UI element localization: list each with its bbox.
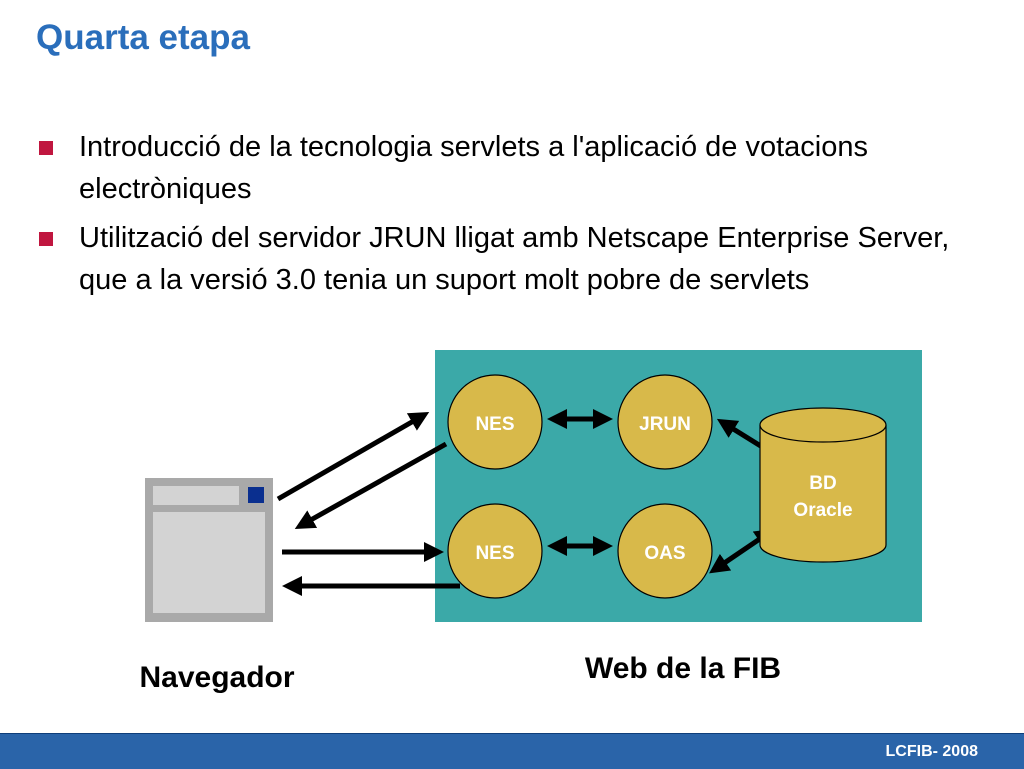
- database-cylinder-icon: BD Oracle: [759, 407, 887, 563]
- bullet-list: Introducció de la tecnologia servlets a …: [36, 126, 996, 308]
- server-caption: Web de la FIB: [585, 652, 781, 685]
- db-label-line1: BD: [809, 473, 836, 494]
- browser-caption: Navegador: [139, 661, 294, 694]
- oas-node: OAS: [617, 503, 713, 599]
- footer-text: LCFIB- 2008: [885, 743, 978, 760]
- request-arrow-top: [276, 412, 430, 502]
- jrun-node: JRUN: [617, 374, 713, 470]
- nes-top-node: NES: [447, 374, 543, 470]
- nes-bottom-node: NES: [447, 503, 543, 599]
- bullet-item: Utilització del servidor JRUN lligat amb…: [36, 217, 996, 301]
- nes-bottom-label: NES: [475, 543, 514, 564]
- db-label-line2: Oracle: [793, 500, 852, 521]
- bullet-text: Introducció de la tecnologia servlets a …: [79, 131, 868, 205]
- square-bullet-icon: [39, 232, 53, 246]
- response-arrow-top: [294, 441, 448, 529]
- browser-window-icon: [145, 478, 273, 622]
- square-bullet-icon: [39, 141, 53, 155]
- bullet-text: Utilització del servidor JRUN lligat amb…: [79, 222, 950, 296]
- footer-bar: LCFIB- 2008: [0, 733, 1024, 769]
- nes-top-label: NES: [475, 414, 514, 435]
- bullet-item: Introducció de la tecnologia servlets a …: [36, 126, 996, 210]
- architecture-diagram: NES JRUN NES OAS BD Oracle Navegador Web…: [139, 350, 922, 694]
- oas-label: OAS: [644, 543, 685, 564]
- jrun-label: JRUN: [639, 414, 691, 435]
- slide-title: Quarta etapa: [36, 18, 250, 57]
